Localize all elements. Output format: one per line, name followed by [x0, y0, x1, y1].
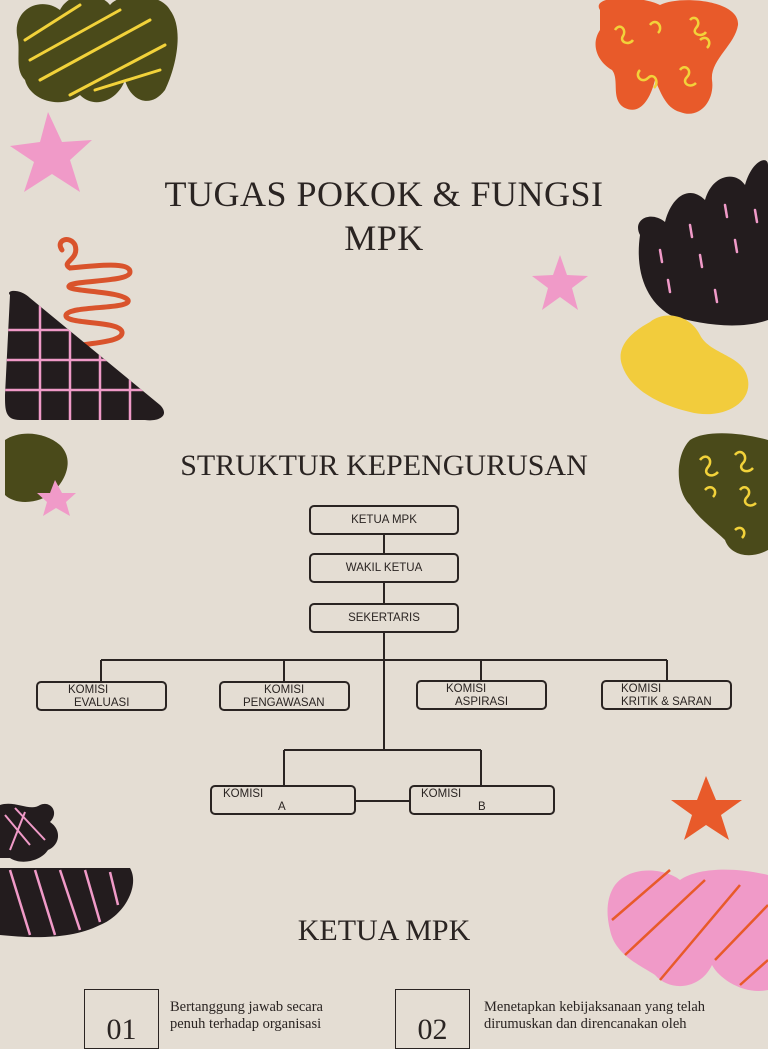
- duty-number: 01: [106, 1013, 137, 1046]
- structure-heading: STRUKTUR KEPENGURUSAN: [180, 449, 588, 482]
- node-komisi-pengawasan-line2: PENGAWASAN: [243, 697, 325, 709]
- node-ketua-mpk: KETUA MPK: [309, 505, 459, 535]
- duty-number-box: 01: [84, 989, 159, 1049]
- node-komisi-pengawasan-line1: KOMISI: [264, 684, 305, 696]
- node-komisi-evaluasi-line2: EVALUASI: [74, 697, 130, 709]
- node-komisi-aspirasi-line1: KOMISI: [446, 683, 487, 695]
- node-ketua-mpk-label: KETUA MPK: [351, 514, 417, 526]
- node-komisi-aspirasi-line2: ASPIRASI: [455, 696, 509, 708]
- node-komisi-evaluasi: KOMISI EVALUASI: [36, 681, 167, 711]
- org-chart: KETUA MPK WAKIL KETUA SEKERTARIS KOMISI …: [36, 505, 732, 815]
- node-komisi-b-line2: B: [478, 801, 486, 813]
- node-komisi-evaluasi-line1: KOMISI: [68, 684, 109, 696]
- node-komisi-pengawasan: KOMISI PENGAWASAN: [219, 681, 350, 711]
- ketua-section-heading: KETUA MPK: [297, 914, 471, 947]
- duty-description: Bertanggung jawab secara penuh terhadap …: [170, 999, 323, 1032]
- node-komisi-a-line1: KOMISI: [223, 788, 264, 800]
- page-title: TUGAS POKOK & FUNGSI MPK: [0, 172, 768, 260]
- page-title-line1: TUGAS POKOK & FUNGSI: [164, 174, 604, 214]
- node-komisi-a-line2: A: [278, 801, 286, 813]
- duty-number: 02: [417, 1013, 448, 1046]
- duty-number-box: 02: [395, 989, 470, 1049]
- node-komisi-aspirasi: KOMISI ASPIRASI: [416, 680, 547, 710]
- page-title-line2: MPK: [344, 218, 424, 258]
- node-komisi-a: KOMISI A: [210, 785, 356, 815]
- node-sekretaris: SEKERTARIS: [309, 603, 459, 633]
- duty-description: Menetapkan kebijaksanaan yang telah diru…: [484, 999, 706, 1032]
- node-komisi-kritik-saran: KOMISI KRITIK & SARAN: [601, 680, 732, 710]
- node-wakil-ketua: WAKIL KETUA: [309, 553, 459, 583]
- node-komisi-b: KOMISI B: [409, 785, 555, 815]
- node-sekretaris-label: SEKERTARIS: [348, 612, 420, 624]
- node-komisi-b-line1: KOMISI: [421, 788, 462, 800]
- node-komisi-kritik-saran-line2: KRITIK & SARAN: [621, 696, 712, 708]
- node-wakil-ketua-label: WAKIL KETUA: [345, 562, 423, 574]
- node-komisi-kritik-saran-line1: KOMISI: [621, 683, 662, 695]
